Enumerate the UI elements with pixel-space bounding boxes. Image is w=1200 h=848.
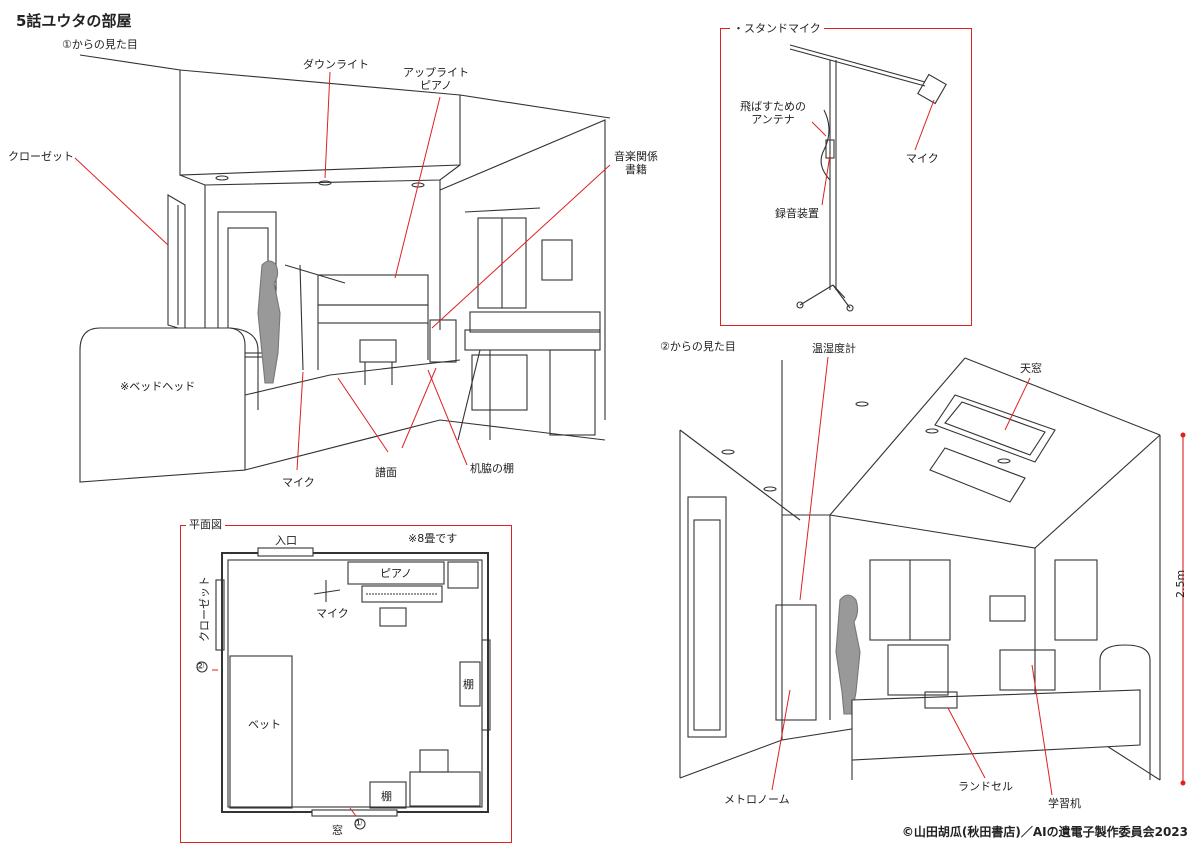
stand-mic-frame (720, 28, 972, 326)
label-metronome: メトロノーム (724, 793, 790, 806)
label-recorder: 録音装置 (775, 207, 819, 220)
floor-plan-heading: 平面図 (186, 518, 225, 531)
label-plan-shelf-bottom: 棚 (381, 790, 392, 803)
marker-view1: ① (354, 818, 363, 829)
view1-heading: ①からの見た目 (62, 38, 138, 51)
label-desk-shelf: 机脇の棚 (470, 462, 514, 475)
stand-mic-drawing (789, 44, 947, 312)
label-closet: クローゼット (8, 150, 74, 163)
label-study-desk: 学習机 (1048, 797, 1081, 810)
view2-room-drawing (679, 357, 1184, 783)
label-plan-window: 窓 (332, 824, 343, 837)
label-mic-stand: マイク (906, 152, 939, 165)
label-plan-shelf-right: 棚 (463, 678, 474, 691)
label-mic-view1: マイク (282, 476, 315, 489)
label-height: 2.5m (1174, 569, 1187, 598)
page-title: 5話ユウタの部屋 (16, 12, 132, 30)
label-plan-piano: ピアノ (380, 567, 413, 580)
floor-plan-frame (180, 525, 512, 843)
label-music-books: 音楽関係 書籍 (614, 150, 658, 176)
label-skylight: 天窓 (1020, 362, 1042, 375)
label-plan-closet: クローゼット (198, 576, 211, 642)
label-antenna: 飛ばすための アンテナ (740, 100, 806, 126)
floor-plan-drawing (196, 547, 491, 830)
copyright-notice: ©山田胡瓜(秋田書店)／AIの遺電子製作委員会2023 (901, 825, 1188, 839)
marker-view2: ② (196, 661, 205, 672)
label-downlight: ダウンライト (303, 58, 369, 71)
stand-mic-heading: ・スタンドマイク (730, 22, 824, 35)
label-plan-bed: ベット (248, 718, 281, 731)
label-8-tatami-note: ※8畳です (408, 532, 458, 545)
label-bedhead: ※ベッドヘッド (120, 380, 196, 393)
label-hygrometer: 温湿度計 (812, 342, 856, 355)
label-randoseru: ランドセル (958, 780, 1013, 793)
view1-room-drawing (79, 54, 611, 483)
label-upright-piano: アップライト ピアノ (403, 66, 469, 92)
view2-heading: ②からの見た目 (660, 340, 736, 353)
label-plan-mic: マイク (316, 607, 349, 620)
label-score: 譜面 (375, 466, 397, 479)
label-entrance: 入口 (275, 534, 297, 547)
